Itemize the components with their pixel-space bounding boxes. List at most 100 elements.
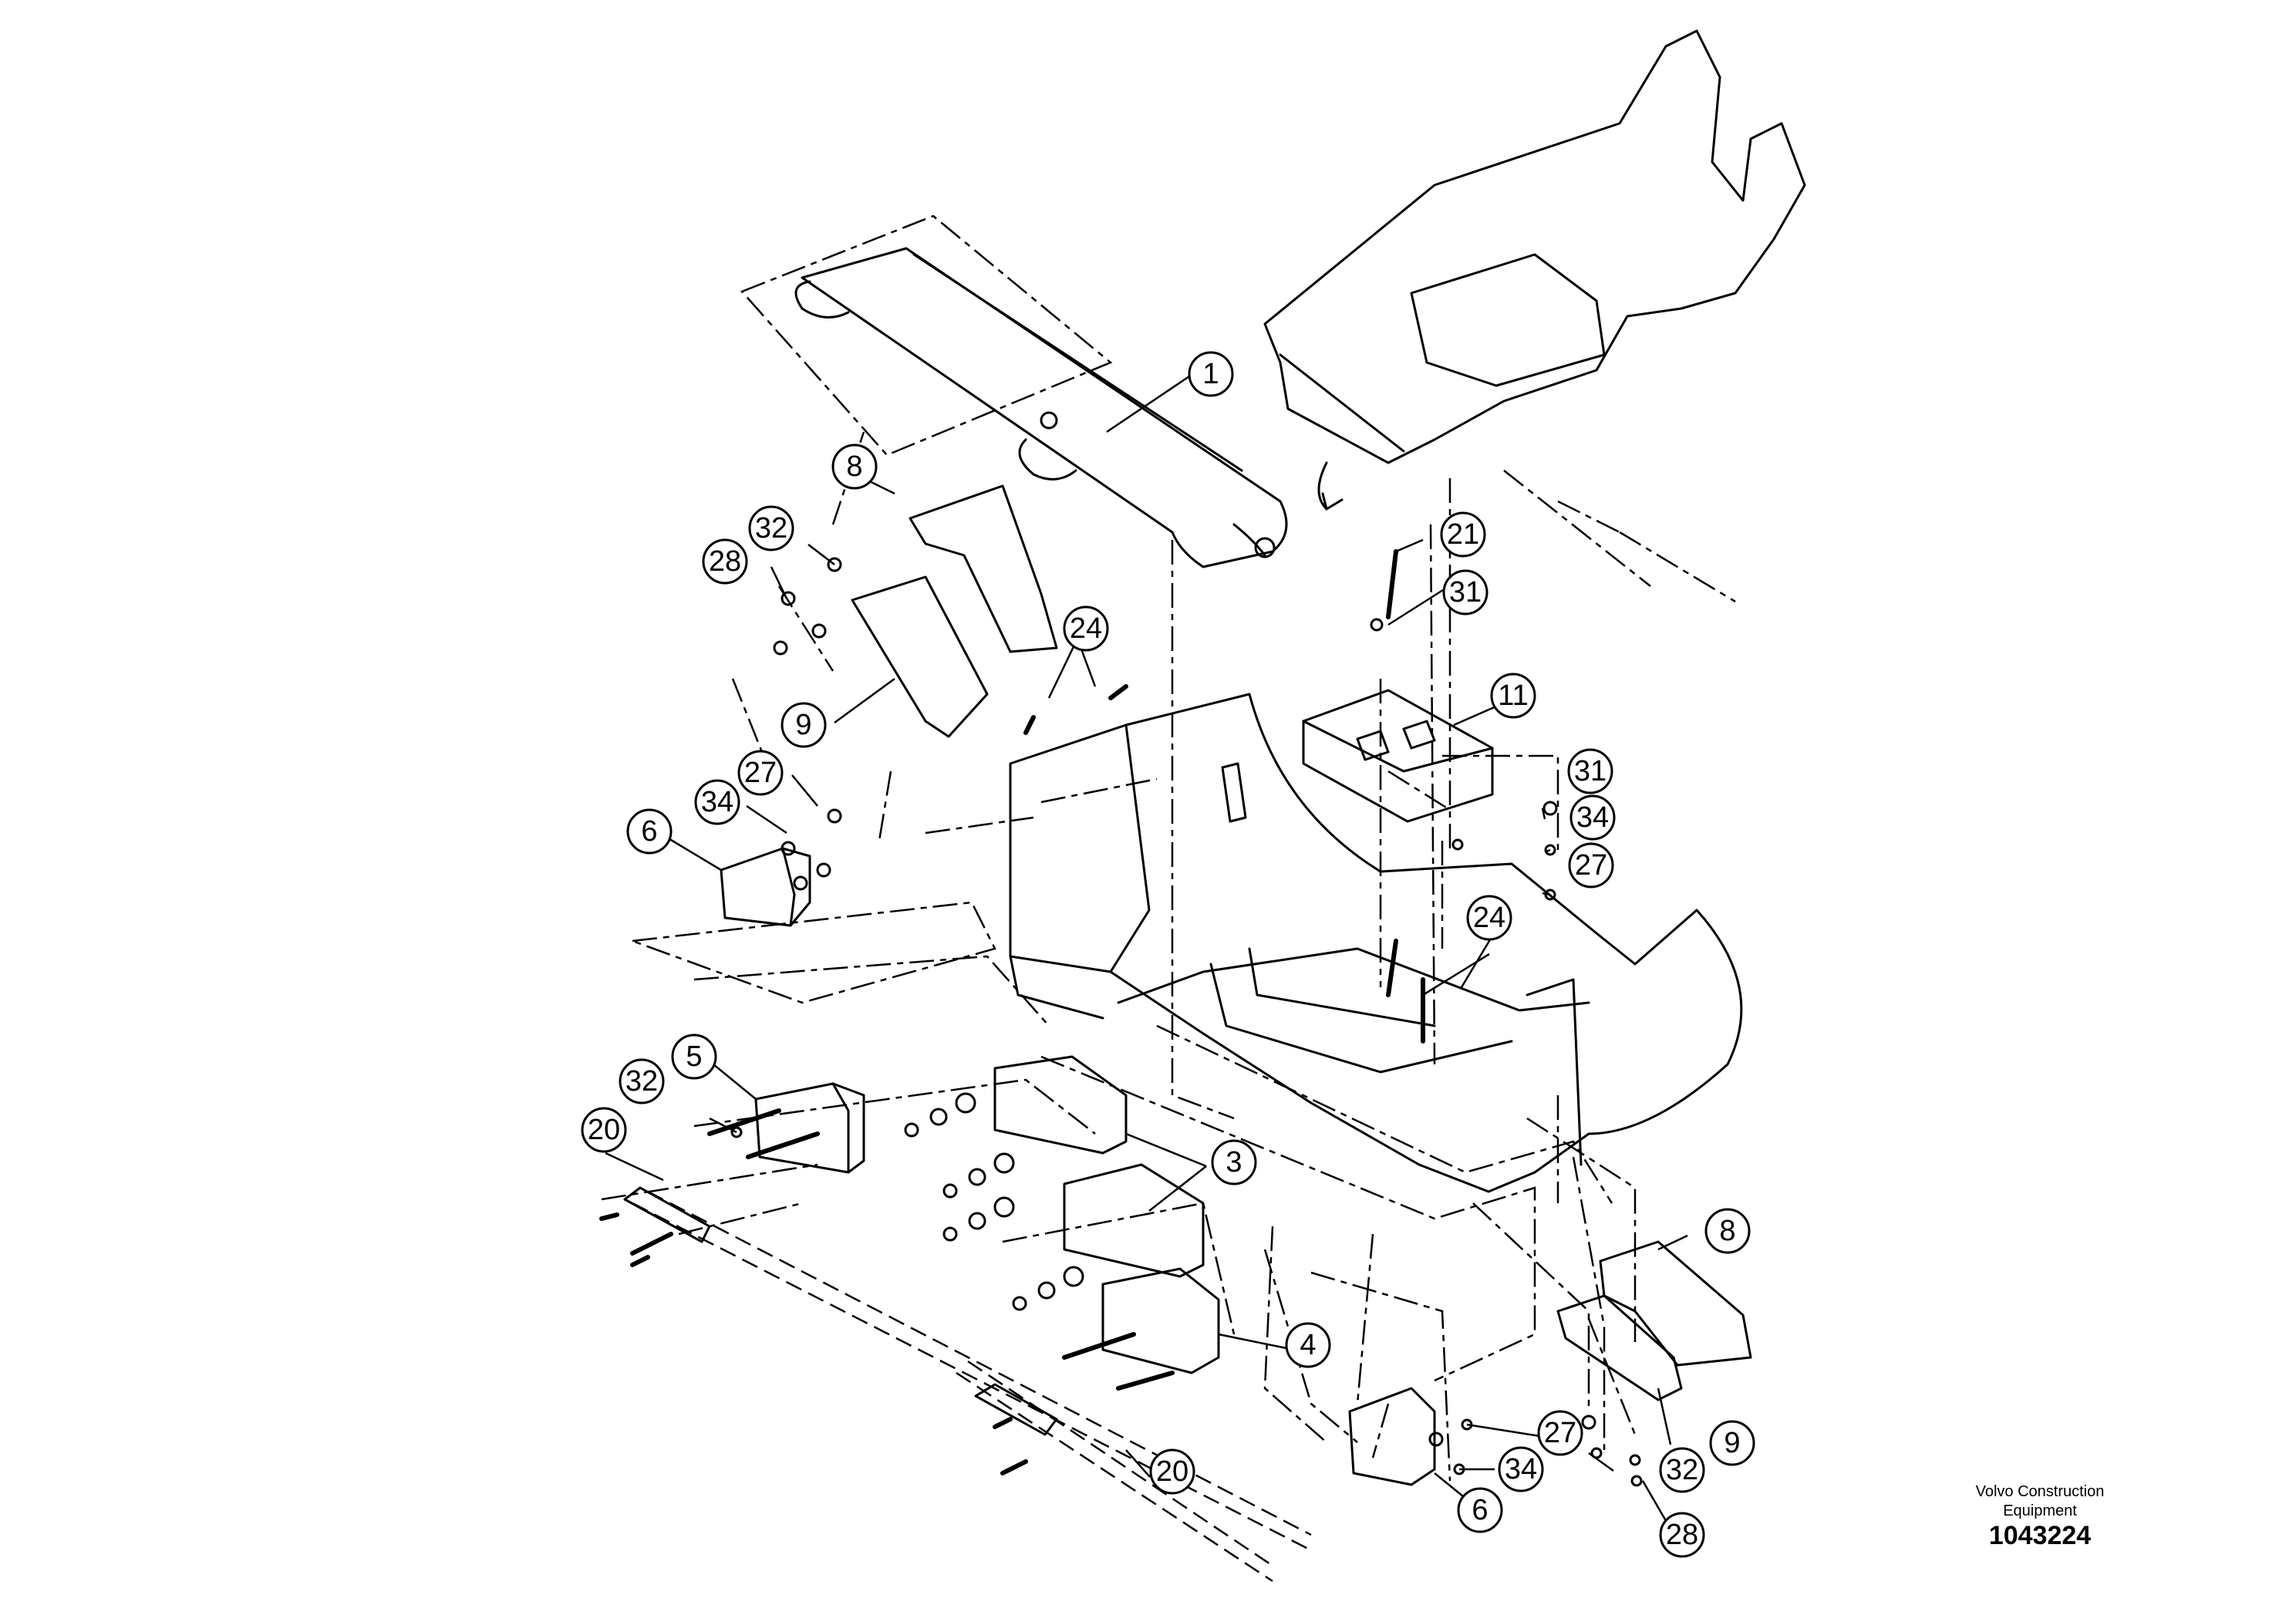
hardware-fastener [942,1226,958,1242]
callout-bubble-32: 32 [1659,1447,1705,1493]
phantom-line [777,585,834,672]
roller-end-hole [1254,537,1276,558]
phantom-line [740,214,1113,457]
frame-base-left [1009,955,1104,1020]
phantom-line [693,955,1050,1027]
hardware-fastener [1012,1296,1027,1311]
phantom-line [1263,1226,1327,1443]
leader-line [746,804,787,835]
hardware-fastener [1037,1281,1056,1300]
leader-line [1125,1449,1151,1478]
rail-line [632,1202,1312,1552]
bolt [1386,939,1398,997]
callout-label: 32 [1666,1454,1698,1486]
callout-label: 20 [1156,1455,1188,1488]
block-6-right [1348,1387,1436,1486]
bolt [599,1212,619,1221]
callout-label: 21 [1447,518,1479,551]
callout-label: 8 [1719,1215,1735,1247]
leader-line [1542,892,1551,896]
hardware-fastener [1063,1266,1084,1287]
callout-label: 5 [686,1040,702,1073]
callout-label: 32 [625,1065,658,1098]
hardware-fastener [827,557,842,572]
phantom-line [693,1078,1096,1135]
callout-label: 31 [1574,755,1607,787]
leader-line [713,1064,757,1100]
phantom-line [1429,524,1436,1065]
phantom-line [678,1202,803,1236]
bolt [1000,1459,1028,1475]
thumbnail-arrow [1317,461,1328,511]
bolt [993,1417,1013,1429]
callout-bubble-31: 31 [1567,748,1613,794]
phantom-line [632,901,996,1004]
phantom-line [1557,500,1620,534]
frame-floor [1109,693,1743,1193]
part-drawings [599,29,1806,1487]
callout-circle [831,443,878,490]
leader-line [1047,638,1079,699]
bolt [1386,549,1398,619]
leader-line [1148,1165,1207,1212]
roller-edge [912,253,1243,472]
block-3-lower [1063,1163,1205,1278]
roller-pivot-hole [1040,411,1058,430]
plate-11-edge [1302,720,1494,773]
leader-line [1218,1333,1287,1350]
hardware-fastener [730,1126,743,1138]
callout-label: 34 [701,786,733,818]
callout-label: 27 [744,757,777,789]
machine-thumbnail [1263,29,1806,464]
callout-label: 28 [709,545,741,578]
callout-bubble-27: 27 [737,750,784,796]
document-number: 1043224 [1988,1521,2092,1550]
rail-line [956,1371,1273,1583]
plate-8-top [909,484,1058,653]
hardware-fastener [811,623,827,639]
leader-line [770,566,788,599]
phantom-line [1171,540,1235,1120]
hardware-fastener [1370,618,1384,632]
rail-line [967,1360,1273,1567]
phantom-line [925,816,1034,835]
callout-circle [1211,1139,1257,1185]
callout-bubble-11: 11 [1490,673,1536,719]
callout-circle [1537,1410,1583,1456]
callout-label: 4 [1300,1329,1316,1361]
leader-line [834,677,895,724]
callout-label: 11 [1498,679,1528,712]
callout-circle [1440,511,1486,558]
callout-circle [1568,842,1614,889]
frame-step [1209,963,1513,1074]
phantom-line [1356,1233,1374,1404]
machine-thumbnail-hopper [1410,253,1606,387]
leader-lines [605,375,1688,1535]
callout-bubble-21: 21 [1440,511,1486,558]
callout-circle [1466,895,1512,941]
callout-label: 27 [1575,849,1607,882]
callout-label: 34 [1505,1453,1537,1485]
callout-label: 27 [1544,1417,1576,1449]
roller-assembly [801,247,1288,568]
phantom-line [1526,1117,1637,1342]
roller-end-right [1232,523,1266,557]
leader-line [1387,588,1444,626]
callout-circle [1285,1322,1331,1368]
callout-circle [626,808,673,855]
phantom-line [1387,770,1451,811]
callout-bubble-8: 8 [831,443,878,490]
hardware-fastener [1629,1454,1641,1466]
phantom-line [1263,1249,1358,1443]
phantom-line [1371,1403,1390,1458]
callout-circle [1188,351,1234,397]
bolt [630,1232,673,1256]
phantom-lines [601,214,1736,1583]
callout-circle [671,1034,717,1080]
hardware-fastener [773,640,788,656]
roller-end-left [794,280,850,319]
callout-circle [1498,1446,1544,1492]
callout-bubble-8: 8 [1704,1208,1751,1254]
callout-bubble-24: 24 [1063,605,1109,652]
